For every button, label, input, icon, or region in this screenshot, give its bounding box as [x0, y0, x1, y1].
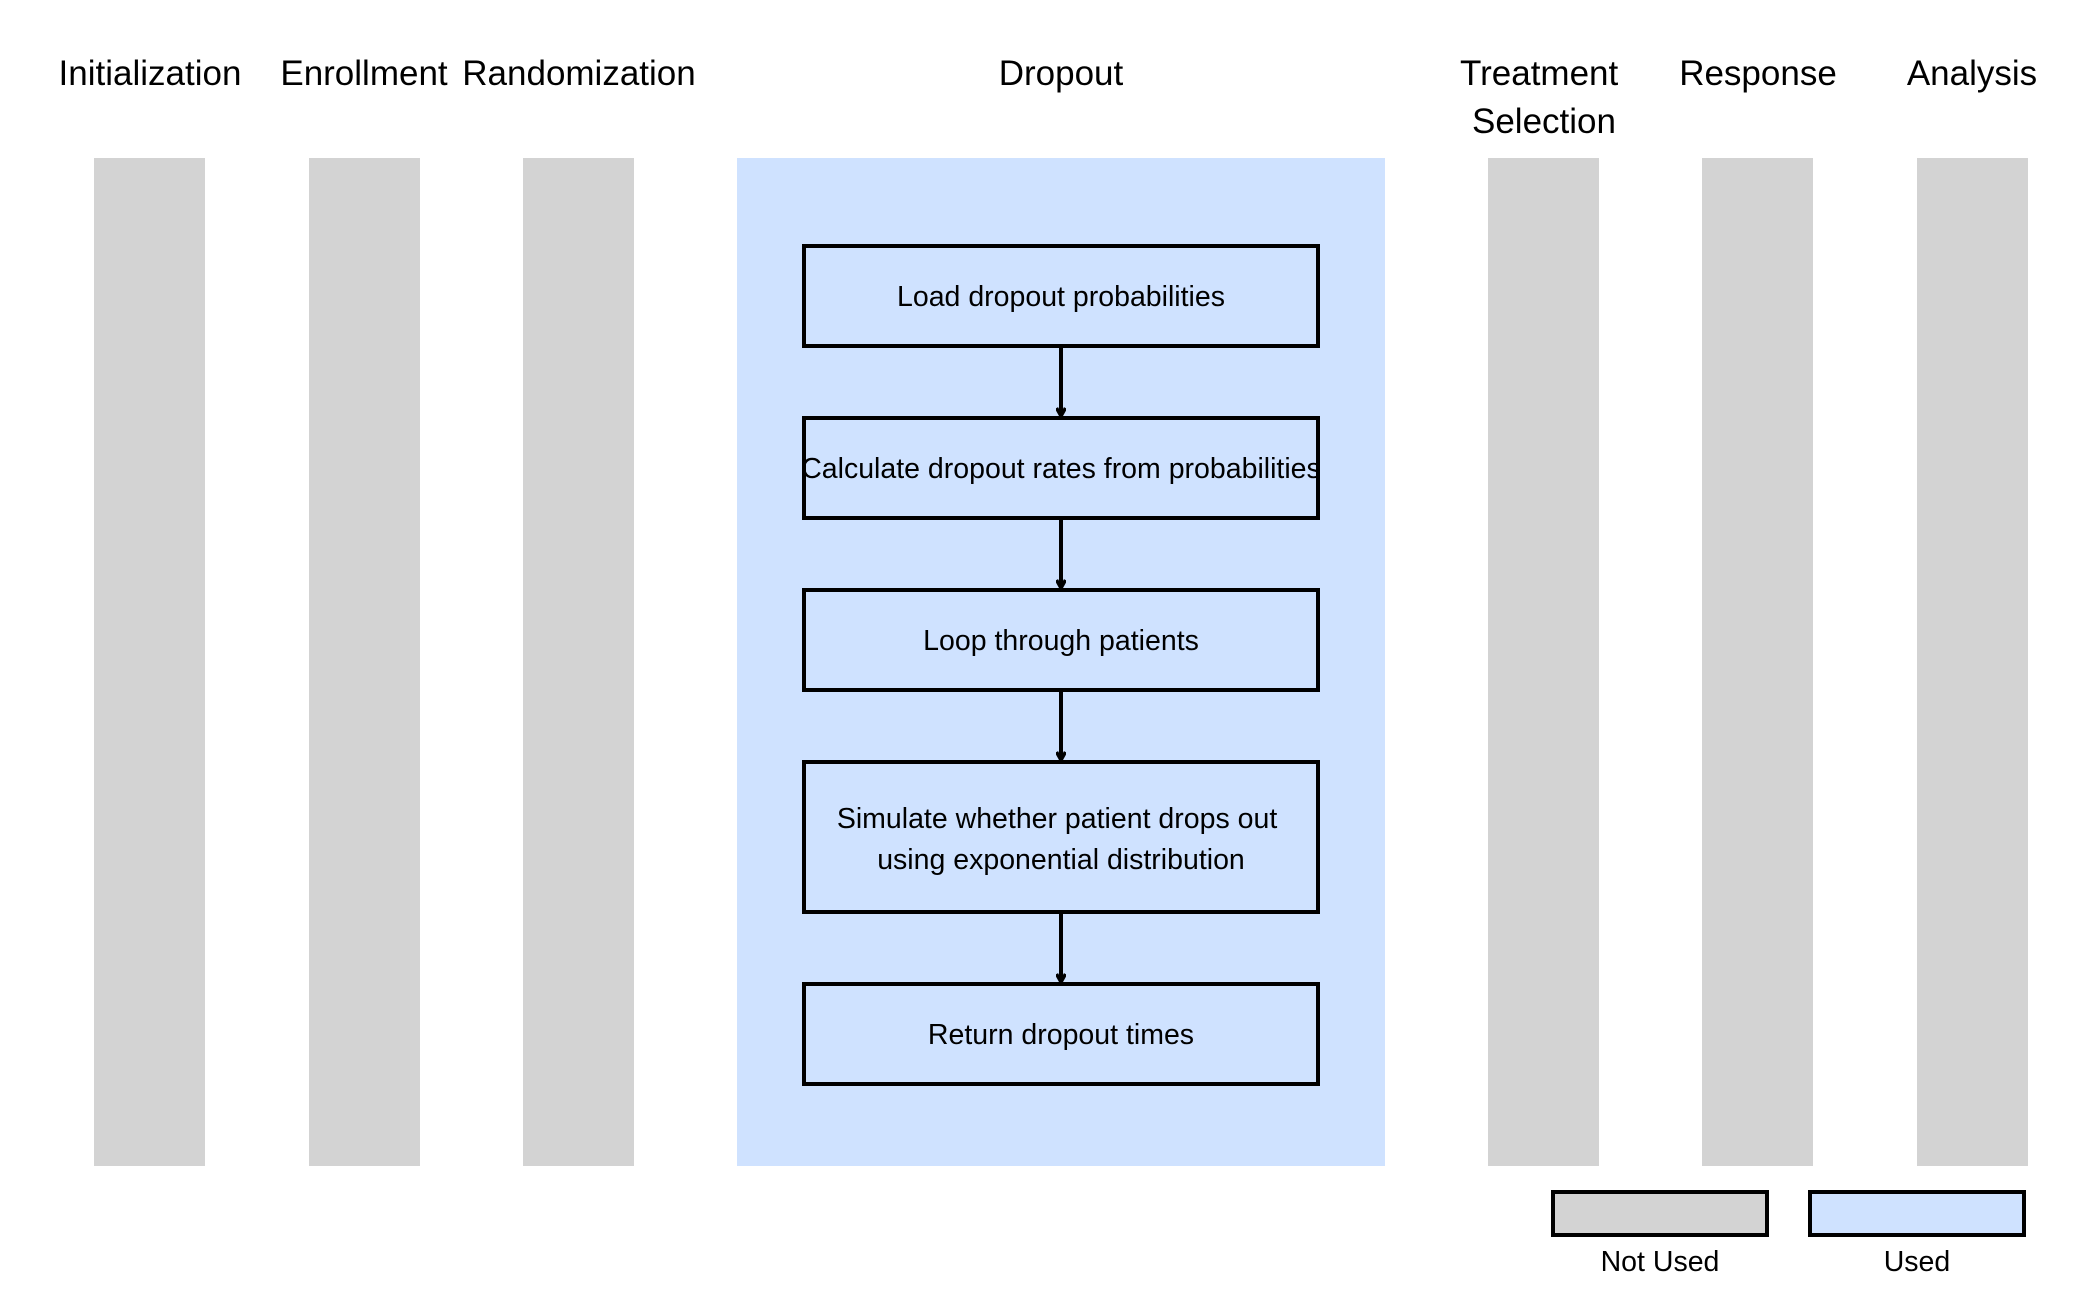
legend-label-used: Used — [1884, 1246, 1951, 1278]
step-box-frame — [802, 760, 1320, 914]
step-box-frame — [802, 244, 1320, 348]
stage-column-treatment-selection — [1488, 158, 1599, 1166]
legend-swatch-used — [1808, 1190, 2026, 1237]
stage-column-analysis — [1917, 158, 2028, 1166]
stage-title-initialization: Initialization — [59, 54, 242, 93]
step-box-frame — [802, 982, 1320, 1086]
stage-title-dropout: Dropout — [999, 54, 1124, 93]
stage-title-response: Response — [1679, 54, 1837, 93]
step-label: Loop through patients — [923, 625, 1199, 657]
step-box-frame — [802, 588, 1320, 692]
legend: Not Used Used — [1551, 1190, 2026, 1278]
step-box: Loop through patients — [802, 588, 1320, 692]
stage-column-enrollment — [309, 158, 420, 1166]
step-box: Calculate dropout rates from probabiliti… — [801, 416, 1321, 520]
stage-titles: Initialization Enrollment Randomization … — [59, 54, 2038, 141]
stage-title-enrollment: Enrollment — [280, 54, 448, 93]
stage-title-analysis: Analysis — [1907, 54, 2037, 93]
step-box: Simulate whether patient drops out using… — [802, 760, 1320, 914]
step-label: Calculate dropout rates from probabiliti… — [801, 453, 1321, 485]
step-label: Load dropout probabilities — [897, 281, 1225, 313]
step-label: Simulate whether patient drops out using… — [837, 803, 1285, 876]
step-box: Return dropout times — [802, 982, 1320, 1086]
legend-swatch-not-used — [1551, 1190, 1769, 1237]
stage-title-treatment-selection: Treatment Selection — [1460, 54, 1628, 141]
step-box-frame — [802, 416, 1320, 520]
step-label: Return dropout times — [928, 1019, 1194, 1051]
stage-column-randomization — [523, 158, 634, 1166]
stage-column-initialization — [94, 158, 205, 1166]
process-steps: Load dropout probabilities Calculate dro… — [801, 244, 1321, 1086]
step-box: Load dropout probabilities — [802, 244, 1320, 348]
legend-label-not-used: Not Used — [1601, 1246, 1720, 1278]
stage-title-randomization: Randomization — [462, 54, 695, 93]
stage-column-response — [1702, 158, 1813, 1166]
